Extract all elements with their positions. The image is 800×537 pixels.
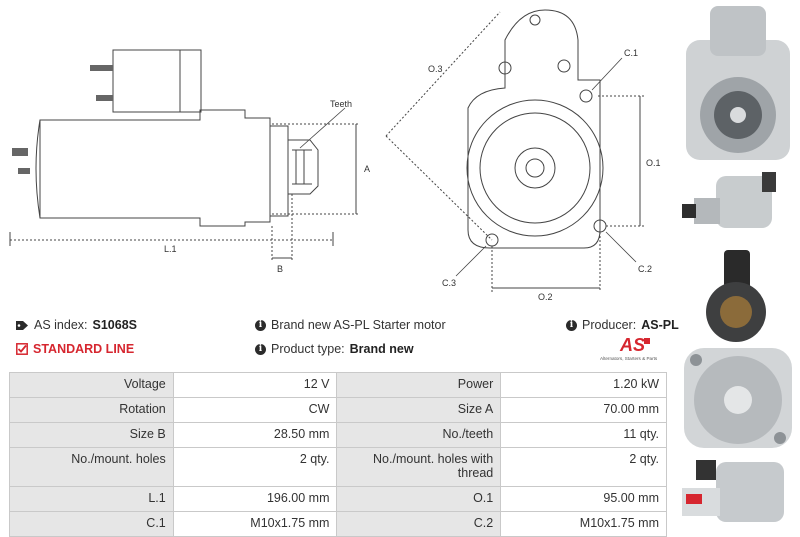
table-row: Rotation CW Size A 70.00 mm — [9, 397, 667, 423]
spec-label: O.1 — [336, 486, 502, 512]
product-type-label: Product type: — [271, 342, 345, 356]
logo-mark: AS — [619, 335, 645, 355]
producer: i Producer: AS-PL — [566, 318, 679, 332]
standard-line: STANDARD LINE — [16, 342, 134, 356]
spec-value: 196.00 mm — [172, 486, 338, 512]
description-text: Brand new AS-PL Starter motor — [271, 318, 446, 332]
label-c2: C.2 — [638, 264, 652, 274]
label-b: B — [277, 264, 283, 274]
label-o1: O.1 — [646, 158, 661, 168]
label-a: A — [364, 164, 370, 174]
spec-value: 70.00 mm — [500, 397, 667, 423]
front-view — [385, 9, 644, 292]
logo-subtitle: Alternators, Starters & Parts — [600, 356, 658, 361]
checkbox-checked-icon — [16, 343, 28, 355]
spec-value: M10x1.75 mm — [500, 511, 667, 537]
as-index: AS index: S1068S — [16, 318, 137, 332]
technical-drawing: Teeth A B L.1 O.3 C.1 O.1 C.2 C.3 O.2 — [9, 9, 661, 302]
table-row: C.1 M10x1.75 mm C.2 M10x1.75 mm — [9, 511, 667, 537]
info-icon: i — [255, 343, 266, 355]
product-photos — [682, 6, 792, 522]
tag-icon — [16, 320, 28, 330]
side-view — [9, 49, 360, 262]
spec-label: No./mount. holes — [9, 447, 174, 487]
table-row: Voltage 12 V Power 1.20 kW — [9, 372, 667, 398]
description: i Brand new AS-PL Starter motor — [255, 318, 446, 332]
product-info: AS index: S1068S STANDARD LINE i Brand n… — [0, 312, 680, 368]
spec-label: Power — [336, 372, 502, 398]
producer-value: AS-PL — [641, 318, 679, 332]
spec-value: 28.50 mm — [172, 422, 338, 448]
photo-front-face — [684, 348, 792, 448]
spec-value: 1.20 kW — [500, 372, 667, 398]
label-o2: O.2 — [538, 292, 553, 302]
spec-label: C.1 — [9, 511, 174, 537]
spec-value: 11 qty. — [500, 422, 667, 448]
info-icon: i — [566, 319, 577, 331]
table-row: Size B 28.50 mm No./teeth 11 qty. — [9, 422, 667, 448]
spec-label: Size A — [336, 397, 502, 423]
table-row: No./mount. holes 2 qty. No./mount. holes… — [9, 447, 667, 487]
label-o3: O.3 — [428, 64, 443, 74]
table-row: L.1 196.00 mm O.1 95.00 mm — [9, 486, 667, 512]
label-c1: C.1 — [624, 48, 638, 58]
producer-label: Producer: — [582, 318, 637, 332]
specifications-table: Voltage 12 V Power 1.20 kW Rotation CW S… — [9, 372, 667, 537]
as-index-value: S1068S — [92, 318, 137, 332]
spec-value: 95.00 mm — [500, 486, 667, 512]
spec-value: 2 qty. — [500, 447, 667, 487]
photo-side-box — [682, 460, 784, 522]
label-teeth: Teeth — [330, 99, 352, 109]
photo-front-flange — [686, 6, 790, 160]
standard-line-label: STANDARD LINE — [33, 342, 135, 356]
info-icon: i — [255, 319, 266, 331]
photo-rear — [706, 250, 766, 342]
spec-value: M10x1.75 mm — [172, 511, 338, 537]
product-type-value: Brand new — [349, 342, 414, 356]
spec-value: 2 qty. — [172, 447, 338, 487]
photo-side-small — [682, 172, 776, 228]
as-index-label: AS index: — [34, 318, 88, 332]
spec-label: C.2 — [336, 511, 502, 537]
spec-label: No./mount. holes with thread — [336, 447, 502, 487]
spec-value: 12 V — [172, 372, 338, 398]
spec-label: Voltage — [9, 372, 174, 398]
spec-label: No./teeth — [336, 422, 502, 448]
spec-label: L.1 — [9, 486, 174, 512]
spec-label: Size B — [9, 422, 174, 448]
as-pl-logo: AS Alternators, Starters & Parts — [600, 335, 658, 361]
label-l1: L.1 — [164, 244, 177, 254]
spec-value: CW — [172, 397, 338, 423]
label-c3: C.3 — [442, 278, 456, 288]
spec-label: Rotation — [9, 397, 174, 423]
product-type: i Product type: Brand new — [255, 342, 414, 356]
